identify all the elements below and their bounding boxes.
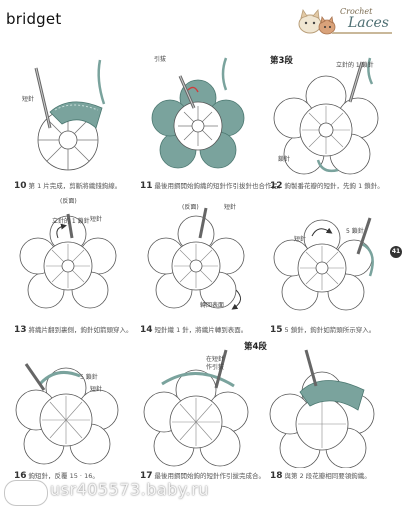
label-at-short-stitch: 在短針 xyxy=(206,356,225,363)
label-chain: 鎖針 xyxy=(278,156,291,163)
brand-small-text: Crochet xyxy=(340,7,373,16)
brand-ribbon xyxy=(332,32,392,34)
panel-17-illustration xyxy=(143,349,249,467)
label-reverse-side: (反面) xyxy=(182,204,199,211)
label-5-chain: 5 鎖針 xyxy=(346,228,364,235)
caption-text: 最後用鋼開始鉤的短針作引拔完成合。 xyxy=(154,472,266,480)
step-number: 15 xyxy=(270,325,283,335)
label-short-stitch: 短針 xyxy=(22,96,35,103)
label-slip-stitch: 引拔 xyxy=(154,56,167,63)
step-number: 14 xyxy=(140,325,153,335)
cat-mascot-icon xyxy=(298,9,336,35)
panel-14: (反面) 短針 轉回表面 xyxy=(136,194,260,322)
panel-16-illustration xyxy=(15,363,119,465)
panel-15: 5 鎖針 短針 xyxy=(266,194,390,322)
panel-13: (反面) 立針的 1 鎖針 短針 xyxy=(10,194,128,322)
panel-15-illustration xyxy=(273,217,374,311)
step-number: 13 xyxy=(14,325,27,335)
step-number: 16 xyxy=(14,471,27,481)
caption-text: 鉤製番花瓣的短針，先鉤 1 鎖針。 xyxy=(284,182,384,190)
label-turning-chain: 立針的 1 鎖針 xyxy=(336,62,374,69)
panel-12: 立針的 1 鎖針 鎖針 xyxy=(266,50,390,178)
page-number-badge: 41 xyxy=(390,246,402,258)
label-short-stitch: 短針 xyxy=(224,204,237,211)
panel-18-illustration xyxy=(269,349,375,468)
step-number: 18 xyxy=(270,471,283,481)
label-short-stitch: 短針 xyxy=(90,216,103,223)
panel-10: 短針 xyxy=(10,50,128,178)
username-label: bridget xyxy=(6,10,62,28)
step-number: 12 xyxy=(270,181,283,191)
panel-14-illustration xyxy=(147,207,245,310)
label-reverse-side: (反面) xyxy=(60,198,77,205)
step-number: 17 xyxy=(140,471,153,481)
label-5-chain: 5 鎖針 xyxy=(80,374,98,381)
label-make-slip: 作引拔 xyxy=(206,364,225,371)
panel-18 xyxy=(266,340,390,468)
section-row-4: 第4段 xyxy=(244,342,267,352)
step-number: 10 xyxy=(14,181,27,191)
label-turning-chain: 立針的 1 鎖針 xyxy=(52,218,90,225)
panel-13-illustration xyxy=(19,213,117,309)
step-number: 11 xyxy=(140,181,153,191)
caption-text: 短針織 1 針，將織片轉到表面。 xyxy=(154,326,248,334)
brand-logo: Crochet Laces xyxy=(294,4,394,38)
brand-large-text: Laces xyxy=(348,15,389,31)
caption-text: 最後用鋼開始鉤織的短針作引拔針也合作品。 xyxy=(154,182,285,190)
section-row-3: 第3段 xyxy=(270,56,293,66)
panel-11: 引拔 xyxy=(136,50,260,178)
caption-text: 第 1 片完成，剪斷將織錢鉤線。 xyxy=(28,182,122,190)
green-flower-motif xyxy=(151,79,245,169)
label-short-stitch: 短針 xyxy=(294,236,307,243)
panel-17: 在短針 作引拔 xyxy=(136,340,260,468)
watermark-logo-icon xyxy=(4,480,48,506)
caption-text: 5 鎖針，鉤針如箭頭所示穿入。 xyxy=(284,326,376,334)
caption-text: 與第 2 段花瓣相同要領鉤織。 xyxy=(284,472,371,480)
label-turn-to-front: 轉回表面 xyxy=(200,302,225,309)
panel-16: 5 鎖針 短針 xyxy=(10,340,128,468)
caption-text: 將織片翻到裏側，鉤針如箭頭穿入。 xyxy=(28,326,133,334)
panel-12-illustration xyxy=(273,57,379,175)
panel-10-illustration xyxy=(34,59,106,171)
label-short-stitch: 短針 xyxy=(90,386,103,393)
panel-11-illustration xyxy=(151,57,245,169)
caption-text: 鉤短針，反覆 15 · 16。 xyxy=(28,472,99,480)
watermark-text: usr405573.baby.ru xyxy=(50,480,209,499)
